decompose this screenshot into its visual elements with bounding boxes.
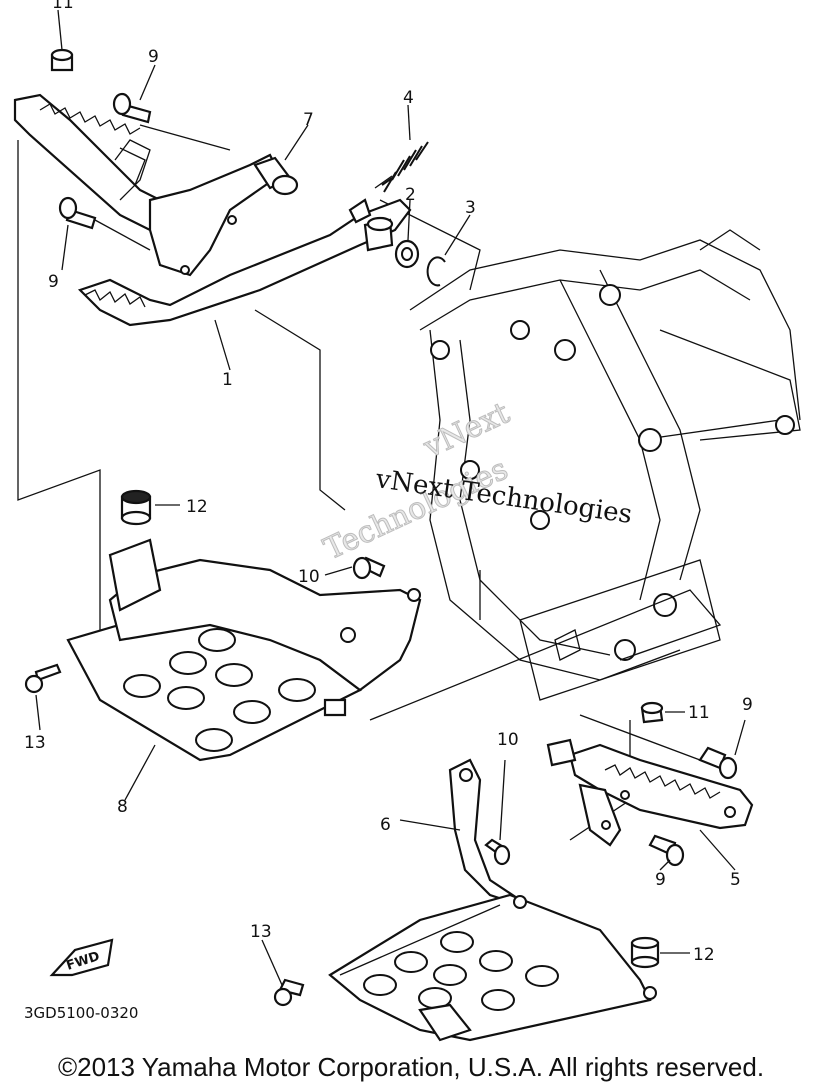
nut-11-upper (50, 48, 74, 72)
callout-5: 5 (730, 870, 741, 890)
nut-11-right (640, 701, 664, 724)
bolt-13-upper (24, 663, 62, 694)
left-footrest-bracket-7 (13, 93, 299, 277)
washer-2 (394, 239, 420, 269)
bolt-9-upper-top (112, 92, 152, 124)
frame-outline (409, 229, 801, 701)
callout-7: 7 (303, 110, 314, 130)
callout-11-upper: 11 (52, 0, 74, 13)
callout-9-top: 9 (148, 47, 159, 67)
callout-labels: 11 9 7 4 2 3 9 1 12 10 13 8 10 11 9 6 9 … (24, 0, 753, 965)
callout-leaders (35, 9, 746, 986)
callout-4: 4 (403, 88, 414, 108)
right-step-bracket-6 (328, 758, 657, 1042)
forward-arrow: FWD (49, 938, 114, 977)
drawing-code: 3GD5100-0320 (24, 1004, 138, 1022)
bolt-10-upper (352, 556, 386, 580)
callout-11-right: 11 (688, 703, 710, 723)
copyright-notice: ©2013 Yamaha Motor Corporation, U.S.A. A… (57, 1052, 765, 1082)
bolt-9-upper-left (58, 196, 97, 230)
callout-8: 8 (117, 797, 128, 817)
callout-3: 3 (465, 198, 476, 218)
callout-2: 2 (405, 185, 416, 205)
spring-4 (374, 141, 429, 193)
circlip-3 (426, 256, 446, 287)
callout-12-upper: 12 (186, 497, 208, 517)
watermark-line2: vNext (418, 396, 515, 466)
callout-1: 1 (222, 370, 233, 390)
rubber-12-upper (120, 489, 152, 526)
bolt-9-right-lower (648, 834, 685, 867)
brake-pedal-1 (77, 198, 412, 327)
callout-9-left: 9 (48, 272, 59, 292)
callout-12-lower: 12 (693, 945, 715, 965)
bolt-9-right-upper (698, 746, 738, 780)
bolt-10-lower (484, 838, 511, 866)
callout-6: 6 (380, 815, 391, 835)
callout-9-right: 9 (742, 695, 753, 715)
right-footrest-5 (546, 738, 754, 847)
callout-13-upper: 13 (24, 733, 46, 753)
rubber-12-lower (630, 936, 660, 969)
callout-9-right-lower: 9 (655, 870, 666, 890)
callout-10-lower: 10 (497, 730, 519, 750)
bolt-13-lower (273, 978, 305, 1007)
left-step-bracket-8 (66, 538, 422, 762)
watermark: vNext Technologies vNext Technologies (318, 395, 634, 568)
callout-10-upper: 10 (298, 567, 320, 587)
callout-13-lower: 13 (250, 922, 272, 942)
